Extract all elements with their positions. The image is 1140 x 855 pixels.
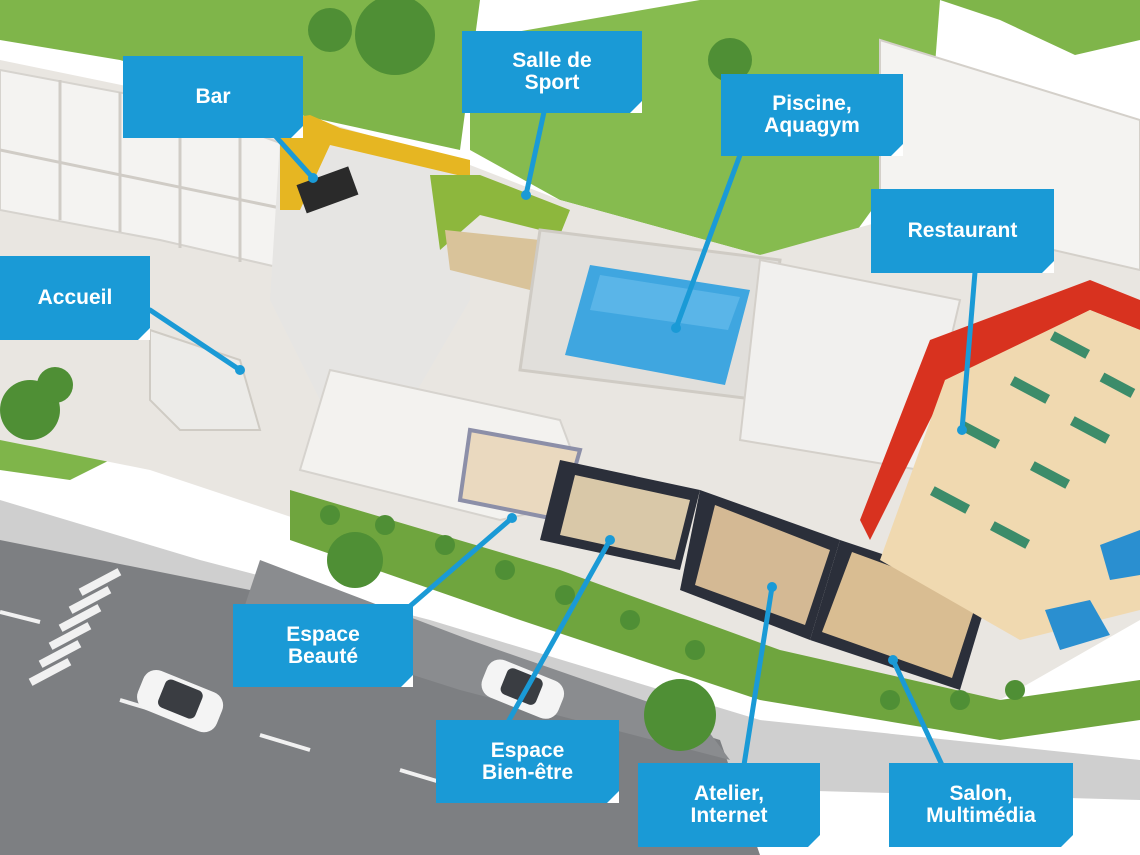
wellness-floor <box>560 475 690 560</box>
leader-salon <box>890 657 945 768</box>
leader-end-salon <box>888 655 898 665</box>
entrance-area <box>149 328 262 431</box>
restaurant-tables <box>929 331 1136 549</box>
gym-floor <box>445 230 540 290</box>
label-accueil: Accueil <box>0 256 150 340</box>
gym-green-wall <box>430 175 570 250</box>
salon-floor <box>822 552 978 678</box>
label-atelier: Atelier, Internet <box>638 763 820 847</box>
bar-yellow-wall <box>280 115 470 210</box>
leader-end-restaurant <box>957 425 967 435</box>
label-accueil-line-1: Accueil <box>37 286 113 309</box>
label-salon: Salon, Multimédia <box>889 763 1073 847</box>
label-espace-beaute: Espace Beauté <box>233 604 413 687</box>
label-piscine-line-1: Piscine, <box>772 92 852 115</box>
leader-end-espace-beaute <box>507 513 517 523</box>
crosswalk <box>28 568 122 686</box>
leader-accueil <box>147 307 243 373</box>
car-left <box>137 669 224 733</box>
lobby-floor <box>270 140 470 420</box>
label-salle-de-sport-line-1: Salle de <box>512 49 592 72</box>
label-bar-line-1: Bar <box>195 85 231 108</box>
label-bar: Bar <box>123 56 303 138</box>
label-salon-line-1: Salon, <box>949 782 1013 805</box>
label-espace-beaute-line-2: Beauté <box>287 644 359 668</box>
leader-piscine <box>673 152 743 331</box>
leader-end-atelier <box>767 582 777 592</box>
bar-counter <box>296 166 359 214</box>
leader-restaurant <box>959 269 978 433</box>
label-restaurant-line-1: Restaurant <box>907 219 1018 242</box>
label-piscine-line-2: Aquagym <box>764 114 860 137</box>
lawn-top-right <box>940 0 1140 55</box>
restaurant-floor <box>880 310 1140 640</box>
leader-end-accueil <box>235 365 245 375</box>
leader-atelier <box>741 584 775 768</box>
label-salle-de-sport: Salle de Sport <box>462 31 642 113</box>
restaurant-red-wall <box>860 280 1140 540</box>
leader-end-espace-bien-etre <box>605 535 615 545</box>
leader-end-piscine <box>671 323 681 333</box>
planting-strip <box>290 490 1140 740</box>
label-salon-line-2: Multimédia <box>926 804 1036 827</box>
leader-espace-bien-etre <box>505 537 613 725</box>
atelier-floor <box>695 505 830 625</box>
label-atelier-line-1: Atelier, <box>693 782 765 805</box>
label-espace-beaute-line-1: Espace <box>286 622 360 646</box>
label-espace-bien-etre-line-1: Espace <box>490 738 565 762</box>
label-piscine: Piscine, Aquagym <box>721 74 903 156</box>
terrace-umbrellas <box>1045 530 1140 650</box>
leader-salle-de-sport <box>523 109 547 198</box>
label-salle-de-sport-line-2: Sport <box>524 71 580 94</box>
label-restaurant: Restaurant <box>871 189 1054 273</box>
trees <box>0 0 1025 751</box>
leader-end-salle-de-sport <box>521 190 531 200</box>
label-atelier-line-2: Internet <box>690 804 768 827</box>
pool-highlight <box>590 275 740 330</box>
label-espace-bien-etre: Espace Bien-être <box>436 720 619 803</box>
label-espace-bien-etre-line-2: Bien-être <box>481 760 574 784</box>
leader-bar <box>267 127 316 181</box>
leader-end-bar <box>308 173 318 183</box>
